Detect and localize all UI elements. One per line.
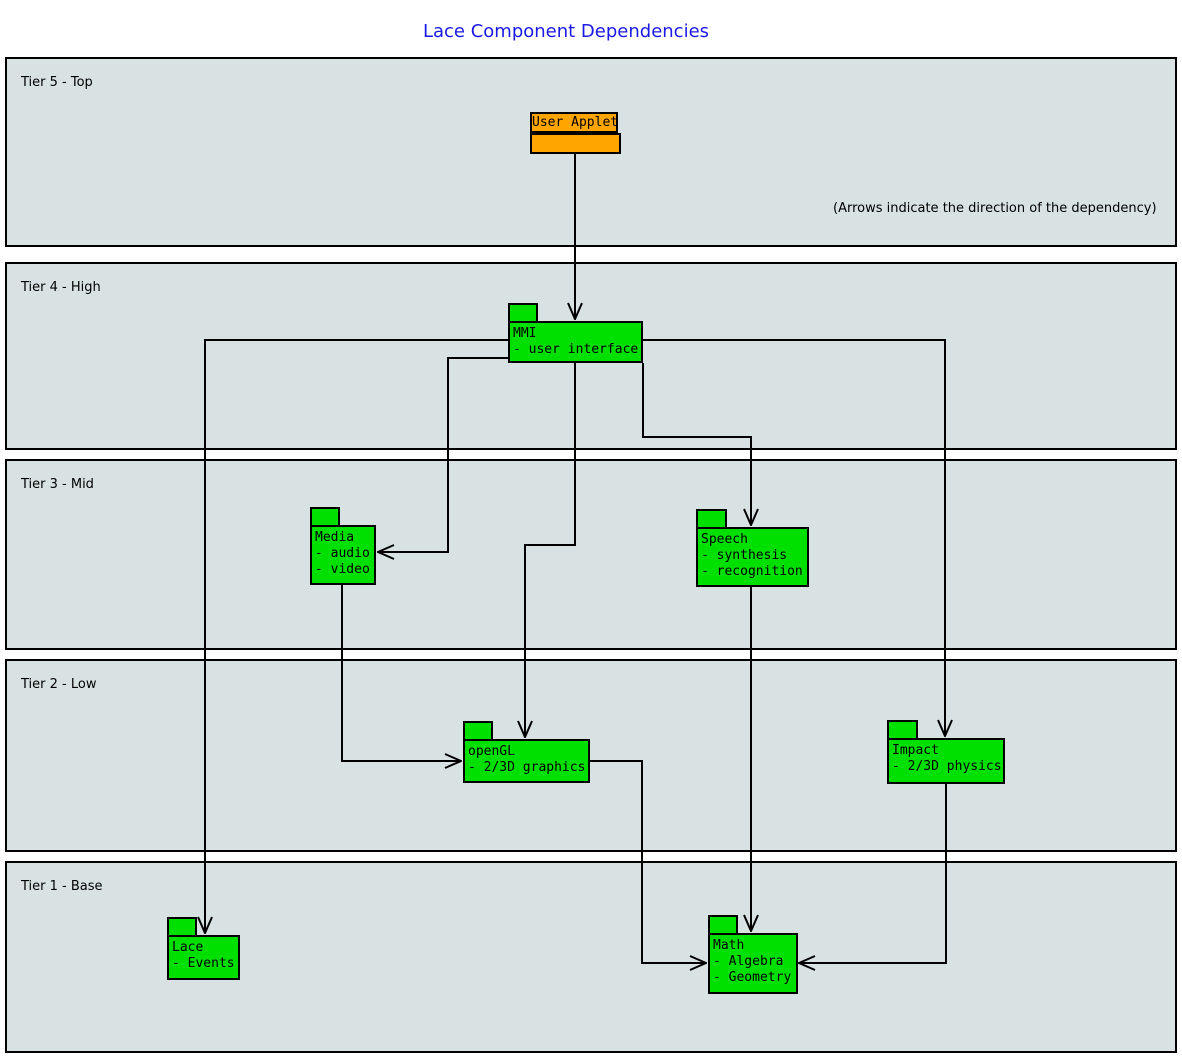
math-title: Math (713, 938, 745, 953)
mmi-title: MMI (513, 326, 537, 341)
media-detail-2: - video (315, 562, 370, 577)
edge-media-to-opengl (341, 585, 461, 761)
tier-2-band: Tier 2 - Low (5, 659, 1177, 852)
media-detail-1: - audio (315, 546, 370, 561)
tier-3-band: Tier 3 - Mid (5, 459, 1177, 650)
edge-mmi-to-impact (643, 339, 945, 736)
opengl-title: openGL (468, 744, 515, 759)
lace-title: Lace (172, 940, 204, 955)
math-detail-2: - Geometry (713, 970, 792, 985)
edge-opengl-to-math (590, 760, 706, 963)
mmi-folder-tab (508, 303, 538, 323)
impact-folder-body: Impact - 2/3D physics (887, 738, 1005, 784)
mmi-detail: - user interface (513, 342, 639, 357)
lace-folder-tab (167, 917, 197, 937)
diagram-title: Lace Component Dependencies (422, 21, 710, 42)
user-applet-body (530, 133, 621, 154)
speech-folder-tab (696, 509, 727, 529)
edge-mmi-to-opengl (525, 363, 576, 737)
edge-impact-to-math (799, 784, 947, 963)
math-folder-tab (708, 915, 738, 935)
impact-detail: - 2/3D physics (892, 759, 1002, 774)
impact-folder-tab (887, 720, 918, 740)
dependency-direction-note: (Arrows indicate the direction of the de… (833, 201, 1157, 216)
opengl-detail: - 2/3D graphics (468, 760, 586, 775)
edge-mmi-to-media (378, 357, 508, 552)
edge-mmi-to-lace (205, 339, 508, 933)
opengl-folder-body: openGL - 2/3D graphics (463, 739, 590, 783)
math-folder-body: Math - Algebra - Geometry (708, 933, 798, 994)
tier-5-label: Tier 5 - Top (21, 75, 93, 90)
tier-1-label: Tier 1 - Base (21, 879, 103, 894)
math-detail-1: - Algebra (713, 954, 784, 969)
tier-2-label: Tier 2 - Low (21, 677, 97, 692)
speech-detail-2: - recognition (701, 564, 803, 579)
media-title: Media (315, 530, 355, 545)
mmi-folder-body: MMI - user interface (508, 321, 643, 363)
speech-title: Speech (701, 532, 748, 547)
speech-detail-1: - synthesis (701, 548, 788, 563)
media-folder-body: Media - audio - video (310, 525, 376, 585)
tier-4-label: Tier 4 - High (21, 280, 101, 295)
lace-folder-body: Lace - Events (167, 935, 240, 980)
tier-3-label: Tier 3 - Mid (21, 477, 94, 492)
lace-detail: - Events (172, 956, 235, 971)
impact-title: Impact (892, 743, 939, 758)
edge-mmi-to-speech (642, 363, 751, 525)
media-folder-tab (310, 507, 340, 527)
opengl-folder-tab (463, 721, 493, 741)
user-applet-label: User Applet (530, 112, 618, 133)
speech-folder-body: Speech - synthesis - recognition (696, 527, 809, 587)
